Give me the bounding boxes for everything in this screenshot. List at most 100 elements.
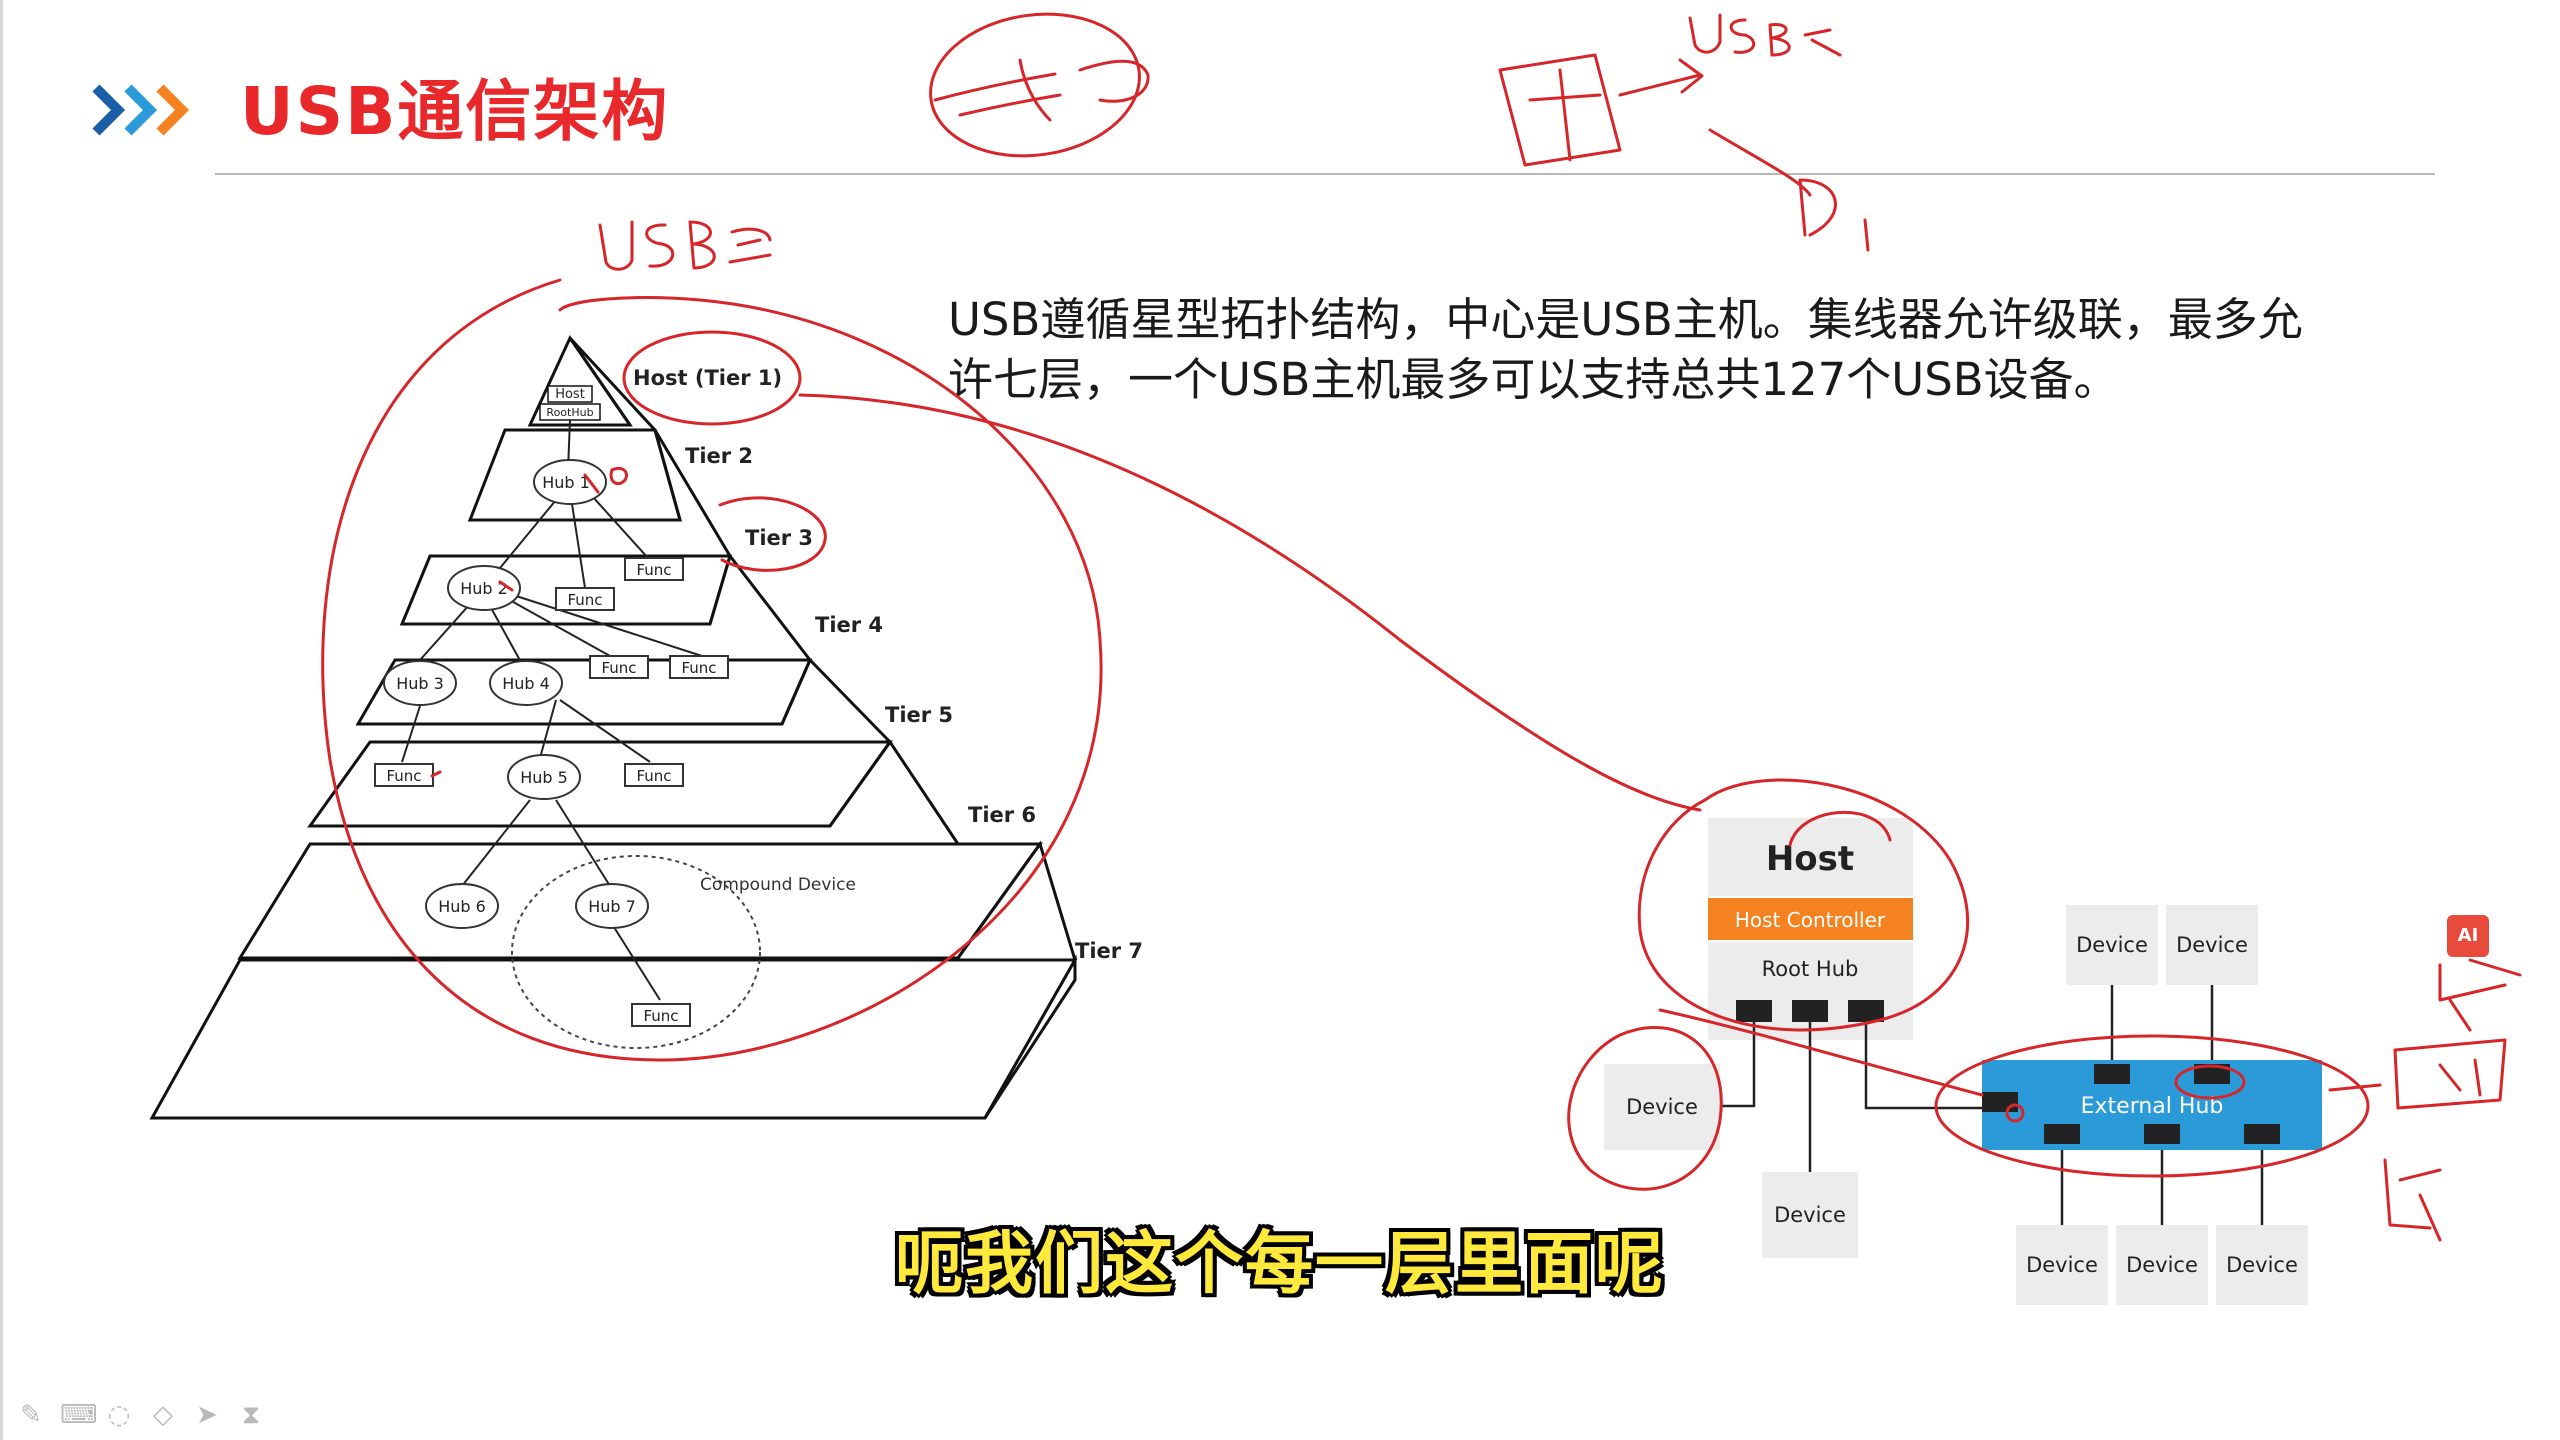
func-label: Func — [681, 659, 716, 677]
device-box — [1762, 1172, 1858, 1258]
root-hub-port — [1736, 1000, 1772, 1022]
tier-7-slab — [149, 958, 1078, 1120]
ink-small-mark — [498, 580, 514, 592]
hub-6-node — [425, 883, 499, 929]
ai-assistant-button[interactable]: AI — [2447, 915, 2489, 957]
device-label: Device — [2126, 1253, 2198, 1277]
external-hub-port — [2144, 1124, 2180, 1144]
hub-5-node — [507, 754, 581, 800]
func-box — [589, 655, 649, 679]
usb-tier-ink-text — [598, 220, 772, 271]
tier-pyramid — [149, 334, 1078, 1120]
external-hub-port — [2244, 1124, 2280, 1144]
title-arrows-icon — [92, 84, 190, 136]
ink-scribble — [2393, 1038, 2507, 1110]
hub-1-node — [533, 459, 607, 505]
description-line: USB遵循星型拓扑结构，中心是USB主机。集线器允许级联，最多允 — [948, 293, 2303, 346]
window-edge — [0, 0, 3, 1440]
device-label: Device — [1626, 1095, 1698, 1119]
func-label: Func — [643, 1007, 678, 1025]
host-ink-circle — [1637, 778, 1970, 1032]
root-hub-label: Root Hub — [1762, 957, 1859, 981]
device-box — [2116, 1225, 2208, 1305]
device-label: Device — [2026, 1253, 2098, 1277]
tier-6-side — [956, 840, 1077, 961]
tier-1-side — [568, 336, 657, 432]
hub-6-label: Hub 6 — [438, 897, 486, 916]
description-line: 许七层，一个USB主机最多可以支持总共127个USB设备。 — [948, 353, 2119, 406]
hub-7-node — [575, 883, 649, 929]
pyramid-hubs — [383, 459, 649, 929]
hub-3-label: Hub 3 — [396, 674, 444, 693]
func-label: Func — [567, 591, 602, 609]
device-box — [1604, 1064, 1720, 1150]
tier-2-label: Tier 2 — [685, 444, 753, 468]
device-box — [2166, 905, 2258, 985]
tier-7-side — [983, 954, 1077, 1119]
device-box — [2216, 1225, 2308, 1305]
pyramid-host-box — [547, 385, 593, 403]
tier-4-label: Tier 4 — [815, 613, 883, 637]
video-subtitle: 呃我们这个每一层里面呢 — [894, 1225, 1665, 1304]
host-block — [1708, 818, 1913, 896]
slide-description: USB遵循星型拓扑结构，中心是USB主机。集线器允许级联，最多允 许七层，一个U… — [948, 290, 2428, 410]
ink-small-mark — [583, 466, 628, 494]
ink-connector-line — [798, 393, 1702, 812]
ink-line — [1658, 1008, 1984, 1097]
tier-1-label: Host (Tier 1) — [633, 366, 782, 390]
keyboard-icon[interactable]: ⌨ — [60, 1400, 98, 1430]
device-label: Device — [2226, 1253, 2298, 1277]
lasso-icon[interactable]: ◌ — [107, 1400, 131, 1430]
root-hub-port — [1848, 1000, 1884, 1022]
root-hub-port — [1792, 1000, 1828, 1022]
ink-annotations — [321, 12, 2522, 1242]
func-box — [624, 763, 684, 787]
tier-3-ink-mark — [718, 496, 827, 572]
func-label: Func — [386, 767, 421, 785]
ink-dash — [2328, 1083, 2382, 1092]
host-controller-block — [1708, 898, 1913, 940]
pyramid-links — [401, 419, 703, 1001]
device-ink-circle — [1567, 1026, 1723, 1191]
pen-icon[interactable]: ✎ — [20, 1400, 42, 1430]
hub-1-label: Hub 1 — [542, 473, 590, 492]
hub-port-ink-circle — [2174, 1064, 2246, 1100]
otg-ink-text — [933, 58, 1150, 122]
tier-7-label: Tier 7 — [1075, 939, 1143, 963]
hub-2-label: Hub 2 — [460, 579, 508, 598]
device-label: Device — [1774, 1203, 1846, 1227]
timer-icon[interactable]: ⧗ — [241, 1400, 261, 1430]
hub-4-label: Hub 4 — [502, 674, 550, 693]
hub-4-node — [489, 660, 563, 706]
device-label: Device — [2176, 933, 2248, 957]
eraser-icon[interactable]: ◇ — [153, 1400, 173, 1430]
usb-ctrl-ink-text — [1688, 13, 1842, 57]
annotation-toolbar: ✎ ⌨ ◌ ◇ ➤ ⧗ — [16, 1400, 266, 1430]
host-label-ink — [1788, 810, 1892, 847]
pyramid-ink-loop — [321, 278, 1103, 1062]
tier-6-label: Tier 6 — [968, 803, 1036, 827]
host-label: Host — [1766, 839, 1854, 879]
otg-ink-circle — [929, 12, 1141, 158]
func-label: Func — [636, 561, 671, 579]
pyramid-root-hub-label: RootHub — [546, 406, 593, 419]
compound-device-outline — [511, 855, 761, 1049]
external-hub-port — [1982, 1092, 2018, 1112]
pointer-icon[interactable]: ➤ — [196, 1400, 218, 1430]
tier-3-label: Tier 3 — [745, 526, 813, 550]
device-box — [2016, 1225, 2108, 1305]
hub-7-label: Hub 7 — [588, 897, 636, 916]
device-label: Device — [2076, 933, 2148, 957]
ink-scribble — [2438, 958, 2522, 1032]
hub-3-node — [383, 660, 457, 706]
star-topology: Host Host Controller Root Hub External — [1604, 818, 2322, 1305]
func-box — [624, 557, 684, 581]
external-hub-port — [2094, 1064, 2130, 1084]
ink-small-mark — [430, 770, 442, 778]
func-box — [555, 587, 615, 611]
d1-ink — [1798, 178, 1870, 252]
external-hub-ink-ellipse — [1934, 1034, 2370, 1178]
func-label: Func — [636, 767, 671, 785]
